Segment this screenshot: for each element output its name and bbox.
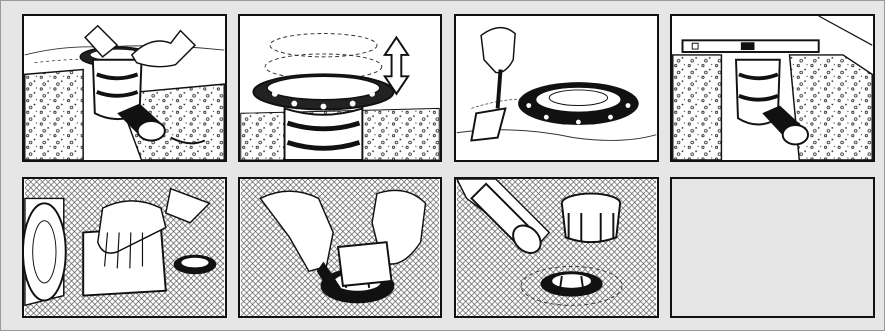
step-4-panel: [670, 14, 875, 162]
drain-height-adjustment-illustration: [240, 16, 440, 160]
step-1-panel: [22, 14, 227, 162]
step-3-panel: [454, 14, 659, 162]
step-6-panel: [238, 177, 442, 318]
step-2-panel: [238, 14, 442, 162]
membrane-smoothing-illustration: [24, 179, 225, 316]
empty-panel: [670, 177, 875, 318]
trowel-mortar-illustration: [456, 16, 657, 160]
drain-placement-illustration: [24, 16, 225, 160]
step-7-panel: [454, 177, 659, 318]
step-5-panel: [22, 177, 227, 318]
membrane-cutting-illustration: [240, 179, 440, 316]
sealant-and-grate-illustration: [456, 179, 657, 316]
spirit-level-check-illustration: [672, 16, 873, 160]
